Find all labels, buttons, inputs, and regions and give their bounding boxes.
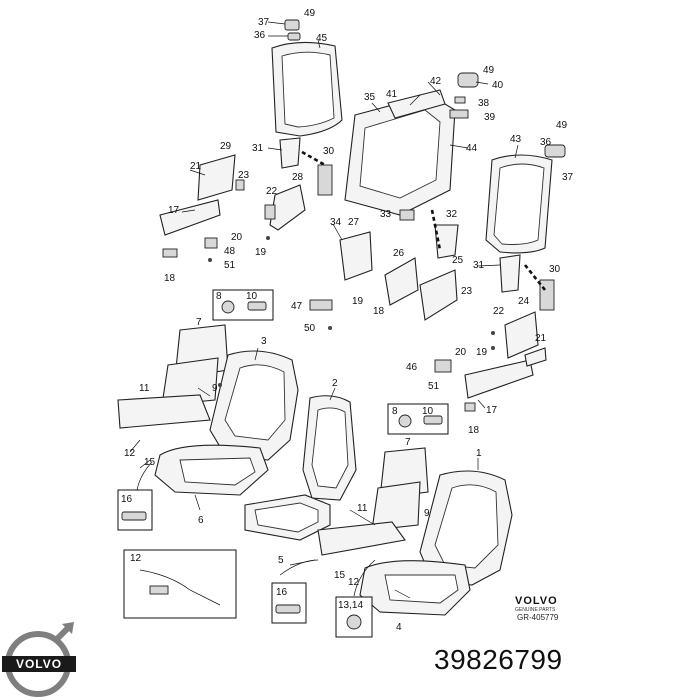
callout-47: 47 [291, 301, 303, 312]
callout-43: 43 [510, 134, 522, 145]
callout-29: 29 [220, 141, 232, 152]
callout-31b: 31 [473, 260, 485, 271]
callout-40: 40 [492, 80, 504, 91]
callout-18b: 18 [373, 306, 385, 317]
callout-46: 46 [406, 362, 418, 373]
callout-1: 1 [476, 448, 482, 459]
callout-19a: 19 [255, 247, 267, 258]
callout-15a: 15 [144, 457, 156, 468]
callout-44: 44 [466, 143, 478, 154]
callout-51b: 51 [428, 381, 440, 392]
callout-51a: 51 [224, 260, 236, 271]
callout-49c: 49 [556, 120, 568, 131]
callout-37a: 37 [258, 17, 270, 28]
callout-6: 6 [198, 515, 204, 526]
callout-22a: 22 [266, 186, 278, 197]
callout-labels: 37 49 36 45 42 49 40 41 35 38 39 43 36 4… [121, 8, 574, 633]
part-number: 39826799 [434, 644, 563, 675]
callout-22b: 22 [493, 306, 505, 317]
callout-11a: 11 [139, 383, 150, 394]
callout-27: 27 [348, 217, 360, 228]
callout-37b: 37 [562, 172, 574, 183]
callout-20a: 20 [231, 232, 243, 243]
figure-reference: GR-405779 [517, 613, 559, 622]
callout-10b: 10 [422, 406, 434, 417]
callout-4: 4 [396, 622, 402, 633]
backrest-panel-left [271, 19, 343, 137]
callout-23b: 23 [461, 286, 473, 297]
callout-24: 24 [518, 296, 530, 307]
callout-13-14: 13,14 [338, 600, 363, 611]
callout-8b: 8 [392, 406, 398, 417]
callout-11b: 11 [357, 503, 368, 514]
callout-32: 32 [446, 209, 458, 220]
callout-5: 5 [278, 555, 284, 566]
callout-16b: 16 [276, 587, 288, 598]
callout-7a: 7 [196, 317, 202, 328]
callout-12a: 12 [124, 448, 136, 459]
callout-7b: 7 [405, 437, 411, 448]
callout-39: 39 [484, 112, 496, 123]
callout-36b: 36 [540, 137, 552, 148]
callout-9a: 9 [212, 383, 218, 394]
callout-25: 25 [452, 255, 464, 266]
dashed-links [301, 150, 547, 291]
detail-insets [117, 289, 449, 638]
side-trims-left [159, 137, 333, 262]
callout-49a: 49 [304, 8, 316, 19]
callout-21b: 21 [535, 333, 547, 344]
side-trims-right [434, 254, 555, 412]
volvo-logo-icon: VOLVO [2, 622, 76, 697]
backrest-panel-right [485, 144, 566, 254]
callout-10a: 10 [246, 291, 258, 302]
callout-12b: 12 [348, 577, 360, 588]
callout-17a: 17 [168, 205, 180, 216]
backrest-frame-center [344, 72, 479, 216]
callout-30b: 30 [549, 264, 561, 275]
callout-50: 50 [304, 323, 316, 334]
callout-42: 42 [430, 76, 442, 87]
brand-subtitle: GENUINE PARTS [515, 607, 556, 613]
callout-18a: 18 [164, 273, 176, 284]
callout-48: 48 [224, 246, 236, 257]
callout-19b: 19 [352, 296, 364, 307]
callout-3: 3 [261, 336, 267, 347]
callout-36a: 36 [254, 30, 266, 41]
callout-30a: 30 [323, 146, 335, 157]
brand-wordmark: VOLVO [515, 595, 558, 607]
callout-38: 38 [478, 98, 490, 109]
logo-wordmark: VOLVO [16, 657, 62, 671]
callout-8a: 8 [216, 291, 222, 302]
callout-41: 41 [386, 89, 398, 100]
callout-28: 28 [292, 172, 304, 183]
callout-26: 26 [393, 248, 405, 259]
callout-15b: 15 [334, 570, 346, 581]
callout-12-box: 12 [130, 553, 142, 564]
callout-21a: 21 [190, 161, 202, 172]
seat-right [317, 447, 513, 616]
callout-23a: 23 [238, 170, 250, 181]
callout-33: 33 [380, 209, 392, 220]
side-trims-center [309, 209, 459, 330]
callout-45: 45 [316, 33, 328, 44]
callout-49b: 49 [483, 65, 495, 76]
callout-34: 34 [330, 217, 342, 228]
callout-2: 2 [332, 378, 338, 389]
callout-19c: 19 [476, 347, 488, 358]
callout-18c: 18 [468, 425, 480, 436]
callout-17b: 17 [486, 405, 498, 416]
callout-9b: 9 [424, 508, 430, 519]
callout-35: 35 [364, 92, 376, 103]
callout-20b: 20 [455, 347, 467, 358]
callout-31a: 31 [252, 143, 264, 154]
callout-16a: 16 [121, 494, 133, 505]
leader-lines [129, 21, 519, 599]
seat-center [244, 395, 357, 541]
seat-left [117, 324, 299, 496]
